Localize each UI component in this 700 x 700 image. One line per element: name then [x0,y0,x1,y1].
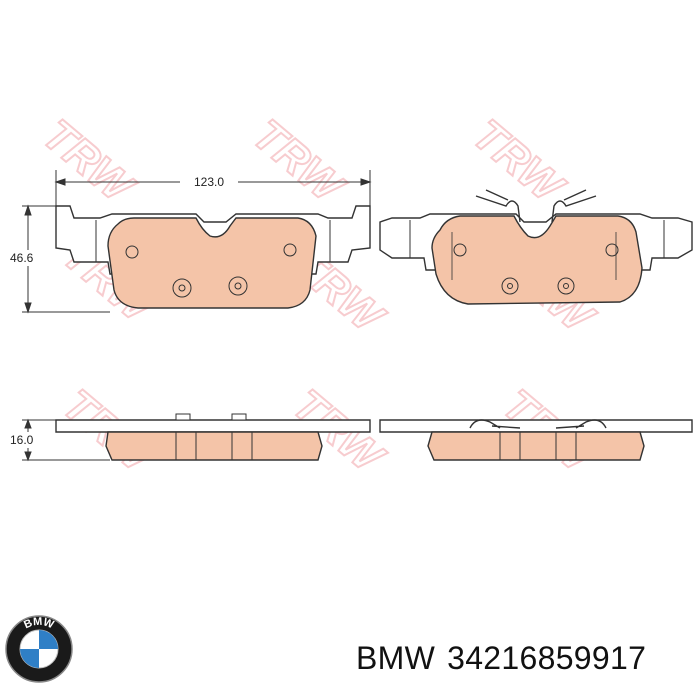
part-number: 34216859917 [447,640,647,676]
left-side-friction [105,431,323,461]
part-caption: BMW 34216859917 [356,640,658,677]
right-side-friction [427,431,645,461]
left-rivet-hole [234,282,242,290]
left-side-backing [55,419,371,433]
watermark: TRW [464,110,574,214]
right-rivet-hole [605,243,619,257]
right-side-spring-clip [469,419,607,429]
bmw-roundel-icon: BMW [5,615,73,683]
left-rivet-hole [125,245,139,259]
watermark: TRW [34,110,144,214]
left-rivet-hole [178,284,186,292]
right-rivet-hole [501,277,519,295]
right-side-backing [379,419,693,433]
height-label-bg [8,250,48,266]
left-rivet-hole [228,276,248,296]
right-rivet-hole [557,277,575,295]
right-pad-front [379,189,693,305]
brand-name: BMW [356,640,436,676]
thickness-label-bg [8,432,48,448]
right-rivet-hole [453,243,467,257]
thickness-label: 16.0 [10,433,34,447]
left-pad-side [55,413,371,461]
left-rivet-hole [283,243,297,257]
right-rivet-hole [563,283,569,289]
right-rivet-hole [507,283,513,289]
left-rivet-hole [172,278,192,298]
right-friction-material [431,215,643,305]
left-friction-material [107,217,317,309]
width-label: 123.0 [194,175,224,189]
watermark: TRW [244,110,354,214]
right-pad-side [379,419,693,461]
height-label: 46.6 [10,251,34,265]
width-label-bg [180,173,238,189]
right-spring-clip [475,189,597,223]
left-pad-front [55,205,371,309]
